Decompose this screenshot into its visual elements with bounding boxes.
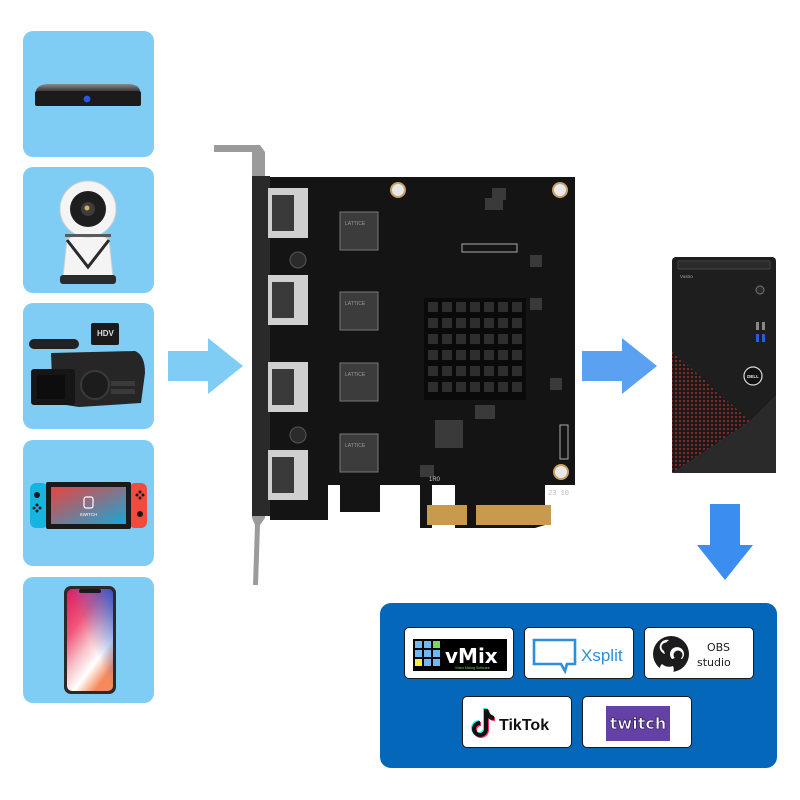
svg-text:LATTICE: LATTICE — [345, 301, 366, 307]
input-arrow-icon — [168, 338, 243, 394]
smartphone-icon — [64, 586, 116, 694]
svg-text:twitch: twitch — [610, 714, 666, 733]
source-tile-ip-camera — [23, 167, 154, 293]
ip-camera-icon — [59, 180, 117, 284]
svg-text:Xsplit: Xsplit — [581, 646, 623, 665]
tv-box-icon — [35, 84, 141, 106]
svg-text:DELL: DELL — [747, 374, 759, 379]
svg-text:SWITCH: SWITCH — [80, 512, 98, 517]
svg-text:Vostro: Vostro — [680, 274, 693, 279]
streaming-software-panel: vMix Video Mixing Software Xsplit OBS st… — [380, 603, 777, 768]
hdmi-ports — [268, 188, 308, 500]
svg-text:vMix: vMix — [445, 644, 498, 668]
logo-twitch: twitch — [582, 696, 692, 748]
logo-xsplit: Xsplit — [524, 627, 634, 679]
svg-text:TikTok: TikTok — [499, 717, 549, 734]
hdmi-capture-card: LATTICE LATTICE LATTICE LATTICE 23 10 1R… — [214, 145, 575, 585]
source-tile-camcorder: HDV — [23, 303, 154, 429]
svg-text:23 10: 23 10 — [548, 490, 569, 498]
source-tile-nintendo-switch: SWITCH — [23, 440, 154, 566]
source-tile-tv-box — [23, 31, 154, 157]
desktop-computer: Vostro DELL — [672, 257, 776, 473]
logo-tiktok: TikTok — [462, 696, 572, 748]
down-arrow-icon — [697, 504, 753, 580]
xsplit-icon: Xsplit — [532, 638, 623, 675]
svg-text:studio: studio — [697, 656, 731, 669]
svg-text:LATTICE: LATTICE — [345, 221, 366, 227]
pcie-connector — [427, 505, 551, 525]
output-arrow-icon — [582, 338, 657, 394]
tiktok-icon: TikTok — [471, 708, 549, 738]
lattice-chips — [339, 211, 379, 473]
vmix-icon: vMix Video Mixing Software — [413, 639, 507, 671]
camcorder-icon: HDV — [29, 323, 145, 407]
obs-icon: OBS studio — [653, 636, 731, 677]
logo-obs-studio: OBS studio — [644, 627, 754, 679]
svg-text:LATTICE: LATTICE — [345, 372, 366, 378]
heatsink — [424, 298, 526, 400]
source-tile-smartphone — [23, 577, 154, 703]
nintendo-switch-icon: SWITCH — [30, 482, 147, 529]
twitch-icon: twitch — [606, 706, 670, 741]
svg-text:LATTICE: LATTICE — [345, 443, 366, 449]
svg-text:HDV: HDV — [97, 329, 115, 338]
svg-text:1R0: 1R0 — [429, 477, 441, 483]
svg-text:Video Mixing Software: Video Mixing Software — [455, 666, 490, 670]
svg-text:OBS: OBS — [707, 641, 730, 654]
logo-vmix: vMix Video Mixing Software — [404, 627, 514, 679]
